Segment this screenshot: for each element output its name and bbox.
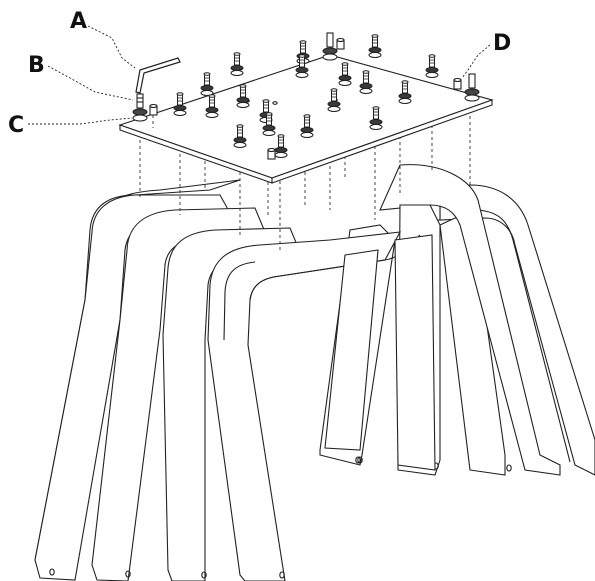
leg-frames bbox=[34, 164, 595, 581]
callout-leaders bbox=[28, 25, 491, 125]
right-bolt-stack bbox=[453, 73, 480, 102]
bolt-with-washer bbox=[236, 84, 250, 108]
hex-key-icon bbox=[135, 57, 181, 94]
bolt-with-washer bbox=[200, 72, 214, 96]
bolt-with-washer bbox=[173, 92, 187, 116]
bolt-with-washer bbox=[300, 114, 314, 138]
bolt-with-washer bbox=[205, 94, 219, 118]
bolt-with-washer bbox=[233, 124, 247, 148]
label-c: C bbox=[8, 113, 24, 138]
bolt-with-washer bbox=[398, 80, 412, 104]
bolt-with-washer bbox=[230, 52, 244, 76]
bolts bbox=[173, 34, 439, 158]
label-d: D bbox=[493, 31, 511, 56]
top-bolt-stack bbox=[322, 32, 345, 61]
bolt-with-washer bbox=[262, 112, 276, 136]
left-bolt-stack bbox=[132, 93, 158, 128]
bolt-with-washer bbox=[295, 54, 309, 78]
bolt-with-washer bbox=[369, 106, 383, 130]
bolt-with-washer bbox=[338, 62, 352, 86]
label-a: A bbox=[70, 9, 87, 34]
bolt-with-washer bbox=[359, 70, 373, 94]
bolt-with-washer bbox=[368, 34, 382, 58]
bolt-with-washer bbox=[327, 88, 341, 112]
label-b: B bbox=[28, 53, 45, 78]
bolt-with-washer bbox=[425, 54, 439, 78]
mid-nut-stack bbox=[267, 147, 276, 160]
